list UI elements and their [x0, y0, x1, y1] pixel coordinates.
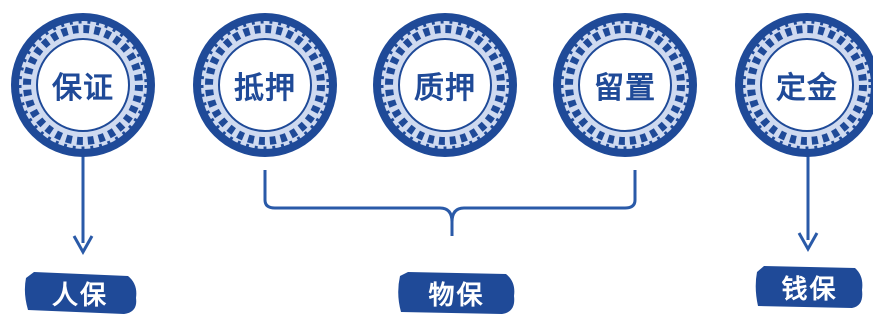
- plate-zhiya: 质押: [371, 11, 519, 159]
- plate-dingjin: 定金: [733, 11, 873, 159]
- tag-renbao: 人保: [20, 268, 140, 318]
- tag-qianbao: 钱保: [752, 262, 867, 312]
- plate-liuzhi: 留置: [551, 11, 699, 159]
- arrow-qianbao-head: [797, 232, 819, 253]
- porcelain-plate-icon: [193, 13, 337, 157]
- plate-baozheng: 保证: [9, 11, 157, 159]
- porcelain-plate-icon: [735, 13, 873, 157]
- brush-stroke-icon: [24, 272, 137, 314]
- plate-label: 质押: [414, 71, 476, 106]
- porcelain-plate-icon: [373, 13, 517, 157]
- tag-label: 钱保: [781, 274, 838, 305]
- plate-diya: 抵押: [191, 11, 339, 159]
- plate-label: 抵押: [234, 71, 296, 106]
- plate-label: 留置: [594, 71, 656, 106]
- plate-label: 保证: [52, 71, 114, 106]
- brush-stroke-icon: [755, 266, 863, 308]
- brush-stroke-icon: [398, 272, 515, 314]
- tag-label: 人保: [51, 280, 108, 311]
- porcelain-plate-icon: [553, 13, 697, 157]
- tag-wubao: 物保: [394, 268, 519, 318]
- plate-label: 定金: [776, 71, 838, 106]
- porcelain-plate-icon: [11, 13, 155, 157]
- arrow-renbao-head: [72, 235, 94, 256]
- bracket-wubao: [263, 170, 637, 236]
- tag-label: 物保: [428, 280, 485, 311]
